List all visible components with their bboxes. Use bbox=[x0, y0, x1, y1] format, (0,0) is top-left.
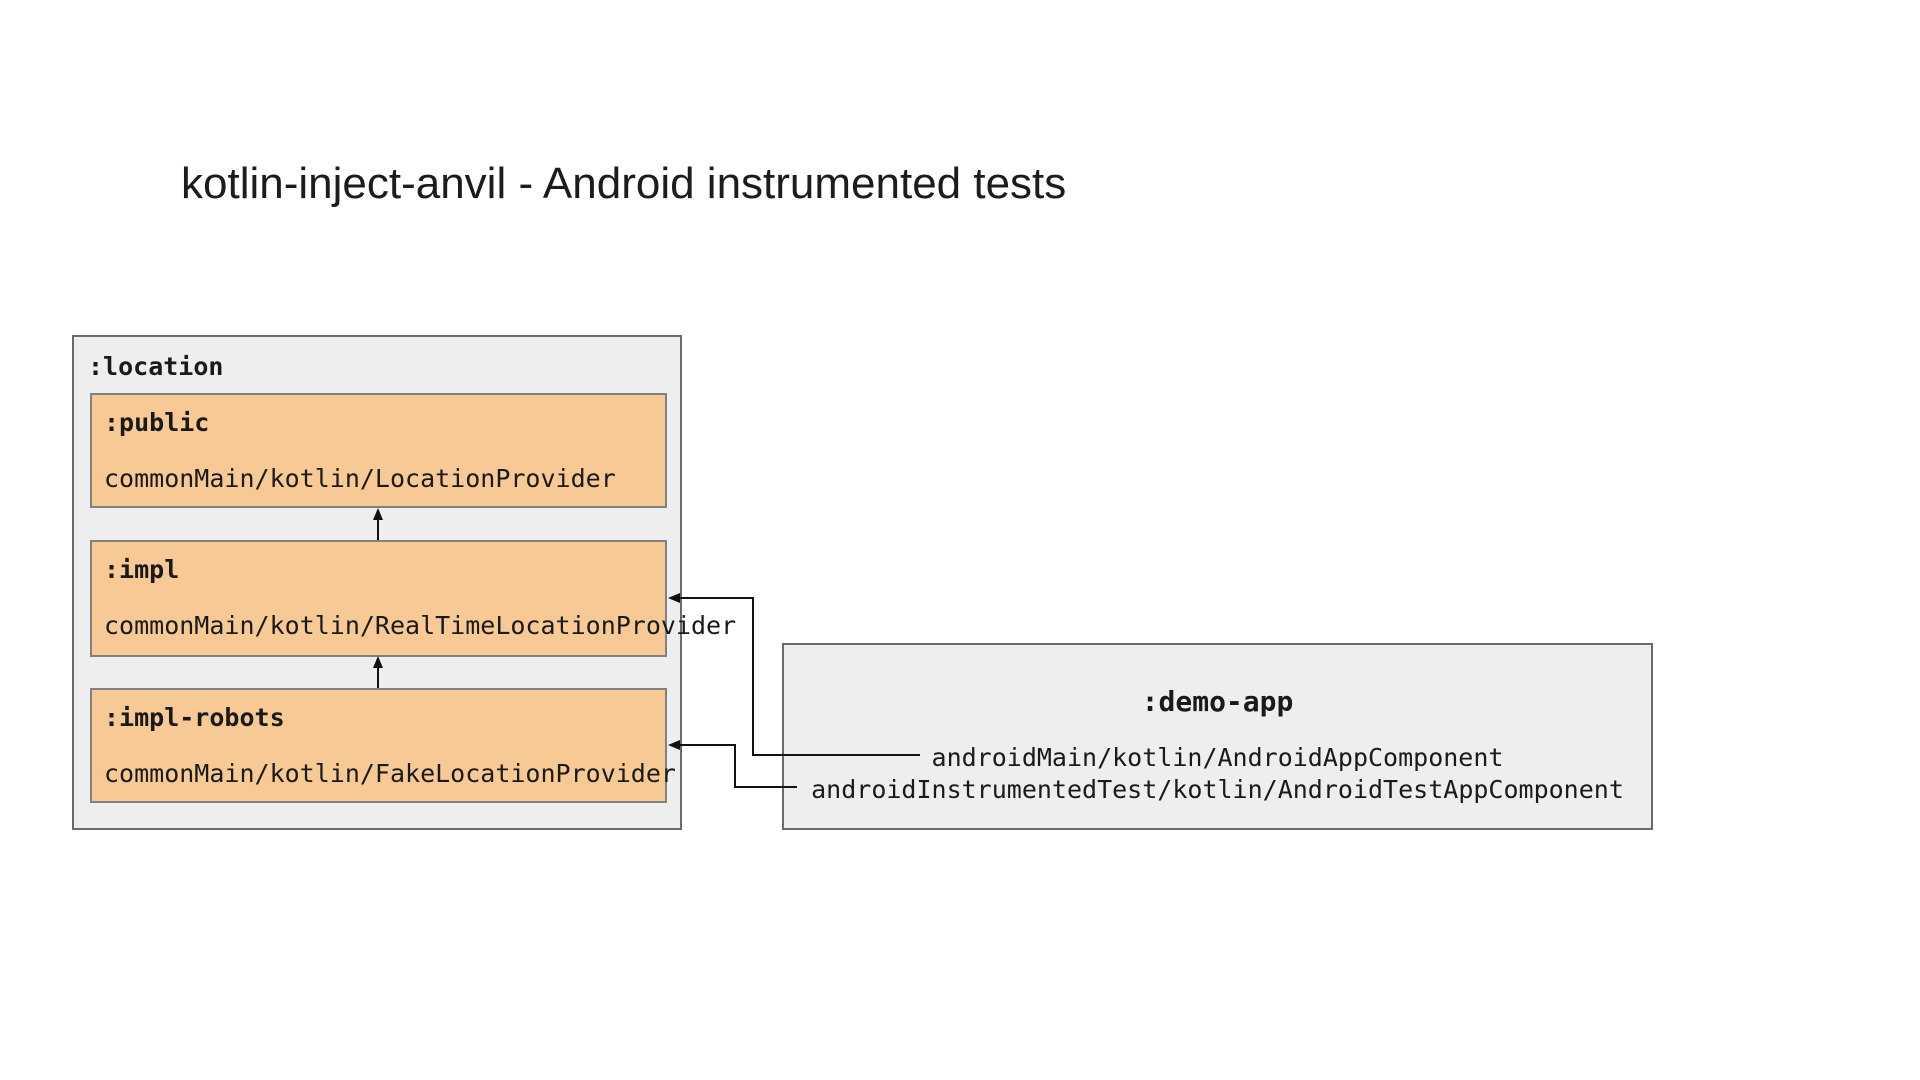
module-public-file: commonMain/kotlin/LocationProvider bbox=[104, 464, 616, 493]
module-impl-file: commonMain/kotlin/RealTimeLocationProvid… bbox=[104, 611, 737, 640]
demo-app-files: androidMain/kotlin/AndroidAppComponent a… bbox=[784, 742, 1651, 806]
location-group: :location :public commonMain/kotlin/Loca… bbox=[72, 335, 737, 830]
module-impl-name: :impl bbox=[104, 555, 180, 584]
module-public-name: :public bbox=[104, 408, 210, 437]
location-group-label: :location bbox=[88, 352, 224, 381]
module-impl-robots-file: commonMain/kotlin/FakeLocationProvider bbox=[104, 759, 676, 788]
module-impl-robots: :impl-robots commonMain/kotlin/FakeLocat… bbox=[90, 688, 676, 803]
diagram-title: kotlin-inject-anvil - Android instrument… bbox=[181, 159, 1067, 208]
demo-app-file-androidmain: androidMain/kotlin/AndroidAppComponent bbox=[931, 743, 1504, 772]
demo-app-group: :demo-app androidMain/kotlin/AndroidAppC… bbox=[782, 643, 1653, 830]
demo-app-group-label: :demo-app bbox=[1141, 685, 1294, 718]
module-public: :public commonMain/kotlin/LocationProvid… bbox=[90, 393, 667, 508]
demo-app-file-instrumentedtest: androidInstrumentedTest/kotlin/AndroidTe… bbox=[811, 775, 1624, 804]
module-impl-robots-name: :impl-robots bbox=[104, 703, 285, 732]
connector-instrumentedtest-to-impl-robots bbox=[668, 740, 797, 788]
module-impl: :impl commonMain/kotlin/RealTimeLocation… bbox=[90, 540, 737, 657]
